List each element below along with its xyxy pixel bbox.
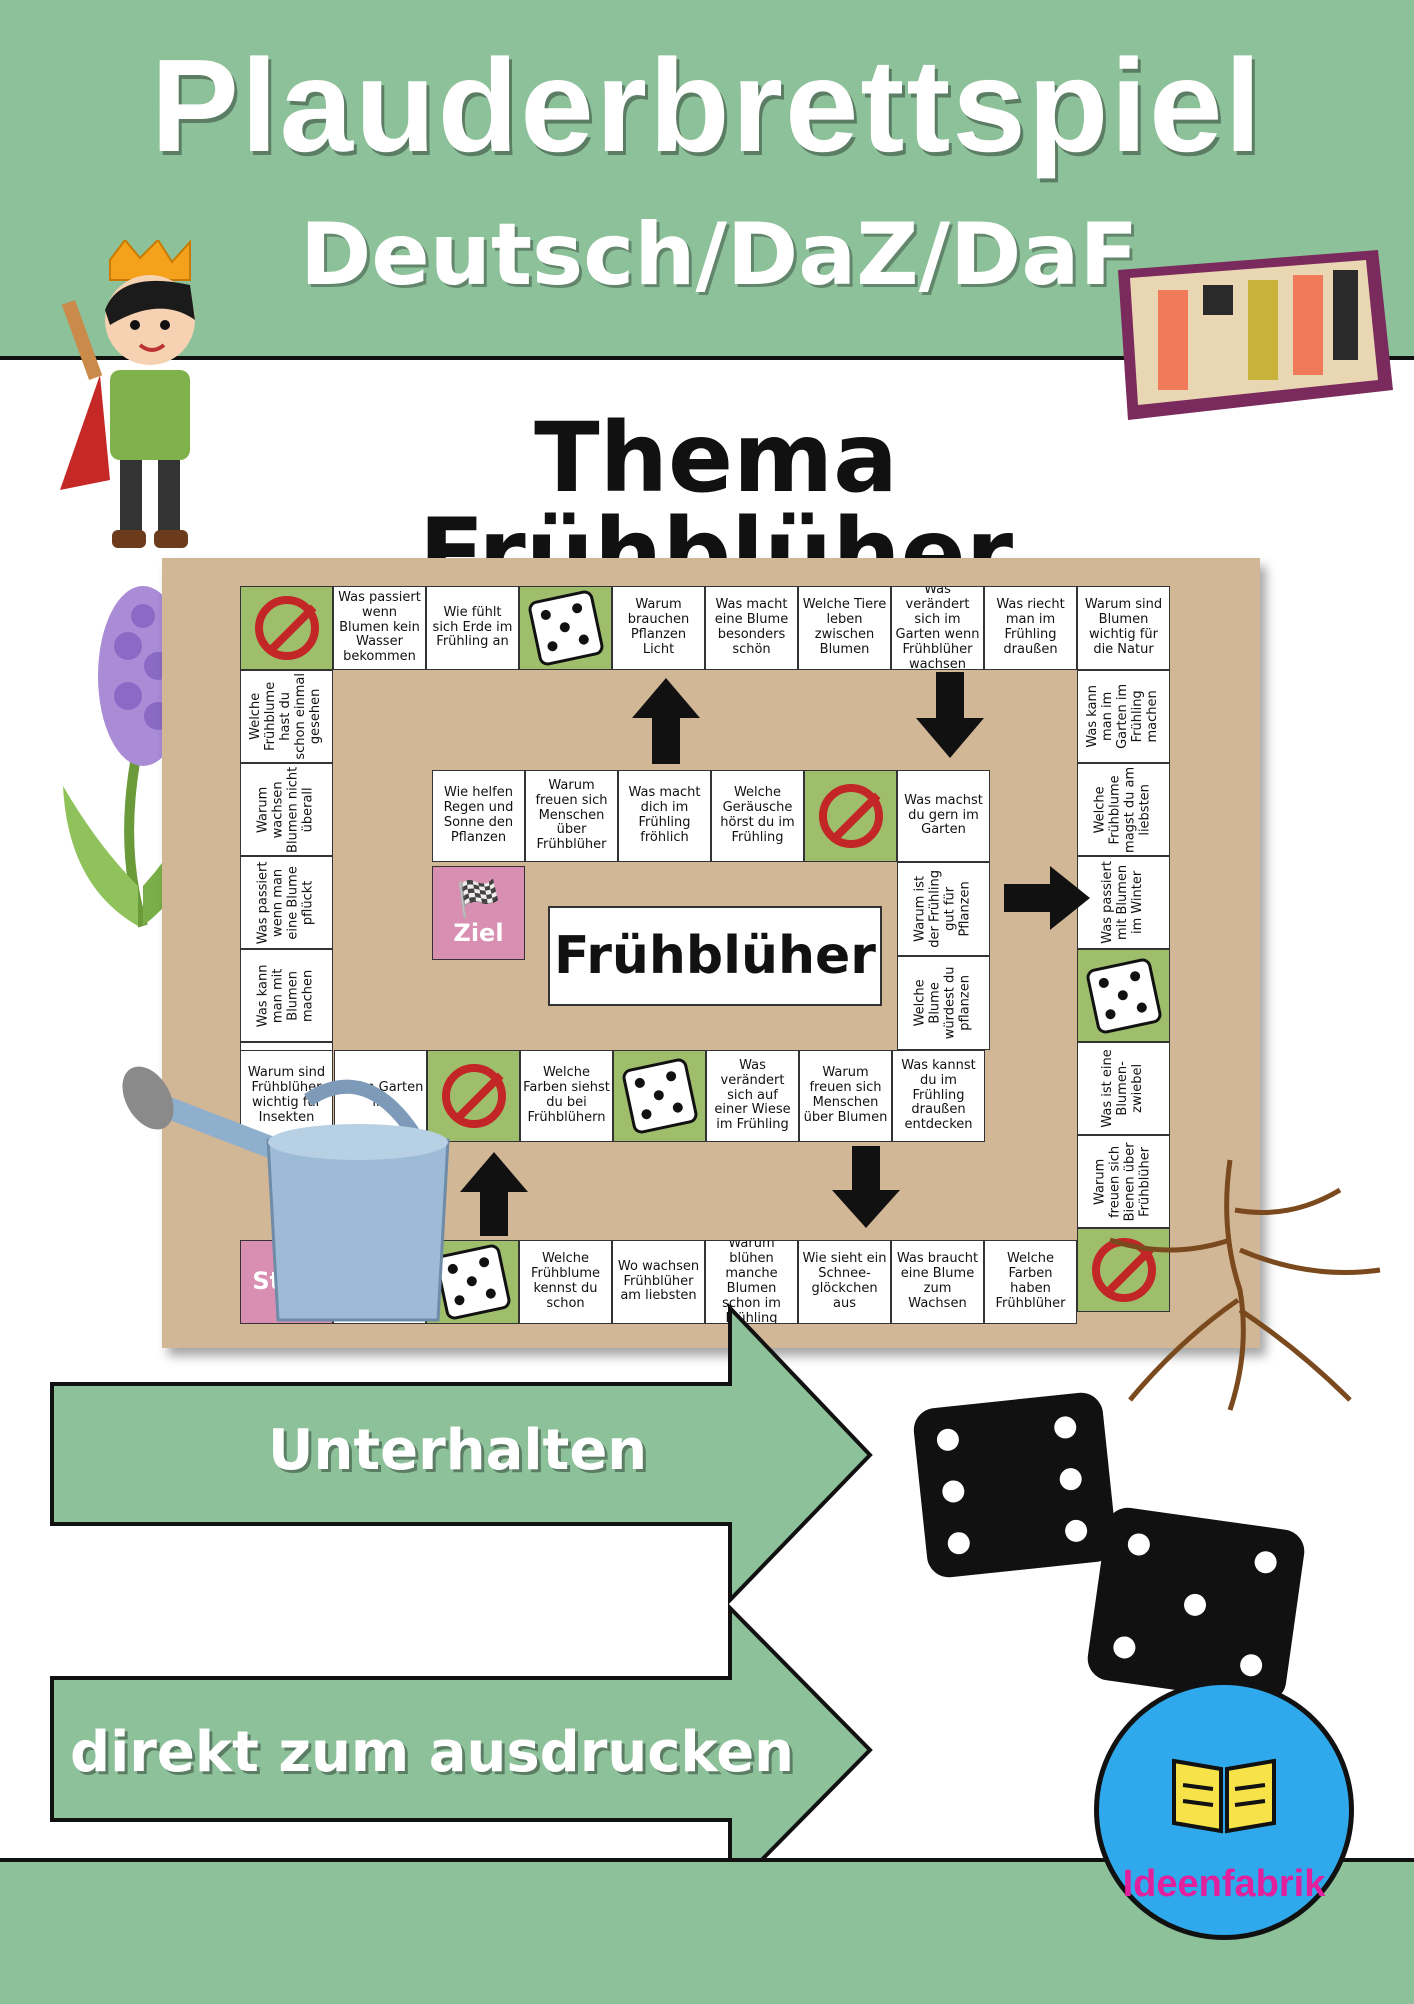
board-cell: Was braucht eine Blume zum Wachsen	[891, 1240, 984, 1324]
board-cell: Welche Geräusche hörst du im Frühling	[711, 770, 804, 862]
board-cell: Was macht dich im Frühling fröhlich	[618, 770, 711, 862]
watering-can-illustration	[122, 1066, 450, 1322]
board-cell: Welche Blume würdest du pflanzen	[897, 956, 990, 1050]
page-subtitle: Deutsch/DaZ/DaF	[300, 205, 1139, 305]
board-cell: Welche Frühblume hast du schon einmal ge…	[240, 670, 333, 763]
board-center-label: Frühblüher	[548, 906, 882, 1006]
cell-text: Warum sind Blumen wichtig für die Natur	[1084, 597, 1163, 657]
big-die-1	[911, 1390, 1119, 1580]
cell-text: Wie helfen Regen und Sonne den Pflanzen	[443, 785, 514, 845]
board-cell: Warum freuen sich Menschen über Blumen	[799, 1050, 892, 1142]
board-cell: Warum brauchen Pflanzen Licht	[612, 586, 705, 670]
roots-illustration	[1109, 1159, 1381, 1411]
prince-illustration	[60, 240, 195, 548]
board-cell: Was machst du gern im Garten	[897, 770, 990, 862]
board-cell: Welche Farben haben Frühblüher	[984, 1240, 1077, 1324]
cell-text: Was machst du gern im Garten	[904, 792, 983, 838]
cell-text: Was braucht eine Blume zum Wachsen	[896, 1251, 979, 1311]
board-cell: Was verändert sich auf einer Wiese im Fr…	[706, 1050, 799, 1142]
cell-text: Warum blühen manche Blumen schon im Früh…	[722, 1240, 781, 1324]
board-cell-stop	[804, 770, 897, 862]
game-board: Frühblüher Was passiert wenn Blumen kein…	[162, 558, 1260, 1348]
board-cell-dice	[613, 1050, 706, 1142]
board-cell: Welche Farben siehst du bei Frühblühern	[520, 1050, 613, 1142]
page-title: Plauderbrettspiel	[150, 32, 1264, 179]
cell-text: Warum freuen sich Menschen über Frühblüh…	[535, 777, 608, 853]
board-game-icon	[1118, 250, 1393, 420]
board-cell-finish: 🏁Ziel	[432, 866, 525, 960]
stop-icon	[818, 784, 883, 848]
cell-text: Was macht dich im Frühling fröhlich	[628, 785, 701, 845]
cell-text: Was passiert wenn Blumen kein Wasser bek…	[338, 589, 421, 665]
cell-text: Welche Geräusche hörst du im Frühling	[720, 785, 795, 845]
board-cell: Welche Tiere leben zwischen Blumen	[798, 586, 891, 670]
cell-text: Warum freuen sich Menschen über Blumen	[803, 1065, 888, 1125]
banner-unterhalten: Unterhalten	[268, 1418, 648, 1483]
board-cell: Welche Frühblume kennst du schon	[519, 1240, 612, 1324]
board-cell: Wie helfen Regen und Sonne den Pflanzen	[432, 770, 525, 862]
stop-icon	[441, 1064, 506, 1128]
board-cell: Warum ist der Frühling gut für Pflanzen	[897, 862, 990, 956]
board-cell: Warum wachsen Blumen nicht überall	[240, 763, 333, 856]
board-cell: Was passiert wenn Blumen kein Wasser bek…	[333, 586, 426, 670]
cell-text: Was macht eine Blume besonders schön	[714, 597, 789, 657]
board-cell: Was kann man mit Blumen machen	[240, 949, 333, 1042]
board-cell: Welche Frühblume magst du am liebsten	[1077, 763, 1170, 856]
board-cell: Was passiert wenn man eine Blume pflückt	[240, 856, 333, 949]
board-cell: Wo wachsen Frühblüher am liebsten	[612, 1240, 705, 1324]
board-cell-dice	[1077, 949, 1170, 1042]
cell-text: Wie sieht ein Schnee-glöckchen aus	[802, 1251, 887, 1311]
board-cell: Was kannst du im Frühling draußen entdec…	[892, 1050, 985, 1142]
finish-label: Ziel	[453, 918, 504, 947]
board-cell: Was riecht man im Frühling draußen	[984, 586, 1077, 670]
board-cell: Warum freuen sich Bienen über Frühblüher	[1077, 1135, 1170, 1228]
board-cell-stop	[427, 1050, 520, 1142]
cell-text: Was kannst du im Frühling draußen entdec…	[901, 1057, 976, 1133]
board-cell: Warum sind Blumen wichtig für die Natur	[1077, 586, 1170, 670]
big-die-2	[1084, 1504, 1308, 1706]
cell-text: Welche Farben siehst du bei Frühblühern	[523, 1065, 610, 1125]
checkered-flag-icon: 🏁	[456, 878, 501, 920]
cell-text: Was riecht man im Frühling draußen	[996, 597, 1065, 657]
board-cell: Wie sieht ein Schnee-glöckchen aus	[798, 1240, 891, 1324]
cell-text: Welche Farben haben Frühblüher	[995, 1251, 1066, 1311]
banner-ausdrucken: direkt zum ausdrucken	[70, 1720, 795, 1785]
cell-text: Warum sind Frühblüher wichtig für Insekt…	[247, 1065, 326, 1125]
book-icon	[1172, 1758, 1276, 1834]
cell-text: Warum brauchen Pflanzen Licht	[627, 597, 690, 657]
cell-text: Was verändert sich im Garten wenn Frühbl…	[895, 586, 980, 670]
board-cell-stop	[240, 586, 333, 670]
cell-text: Was verändert sich auf einer Wiese im Fr…	[714, 1057, 791, 1133]
board-cell: Warum freuen sich Menschen über Frühblüh…	[525, 770, 618, 862]
board-cell: Wie fühlt sich Erde im Frühling an	[426, 586, 519, 670]
board-cell: Was verändert sich im Garten wenn Frühbl…	[891, 586, 984, 670]
stop-icon	[254, 596, 319, 660]
ideenfabrik-logo: Ideenfabrik	[1094, 1680, 1354, 1940]
board-cell-dice	[519, 586, 612, 670]
cell-text: Wie fühlt sich Erde im Frühling an	[432, 604, 513, 650]
board-cell: Was macht eine Blume besonders schön	[705, 586, 798, 670]
board-cell: Warum blühen manche Blumen schon im Früh…	[705, 1240, 798, 1324]
cell-text: Welche Tiere leben zwischen Blumen	[802, 597, 887, 657]
board-cell: Was ist eine Blumen-zwiebel	[1077, 1042, 1170, 1135]
board-cell: Was kann man im Garten im Frühling mache…	[1077, 670, 1170, 763]
cell-text: Welche Frühblume kennst du schon	[530, 1251, 601, 1311]
logo-text: Ideenfabrik	[1122, 1863, 1326, 1905]
cell-text: Wo wachsen Frühblüher am liebsten	[617, 1258, 700, 1304]
